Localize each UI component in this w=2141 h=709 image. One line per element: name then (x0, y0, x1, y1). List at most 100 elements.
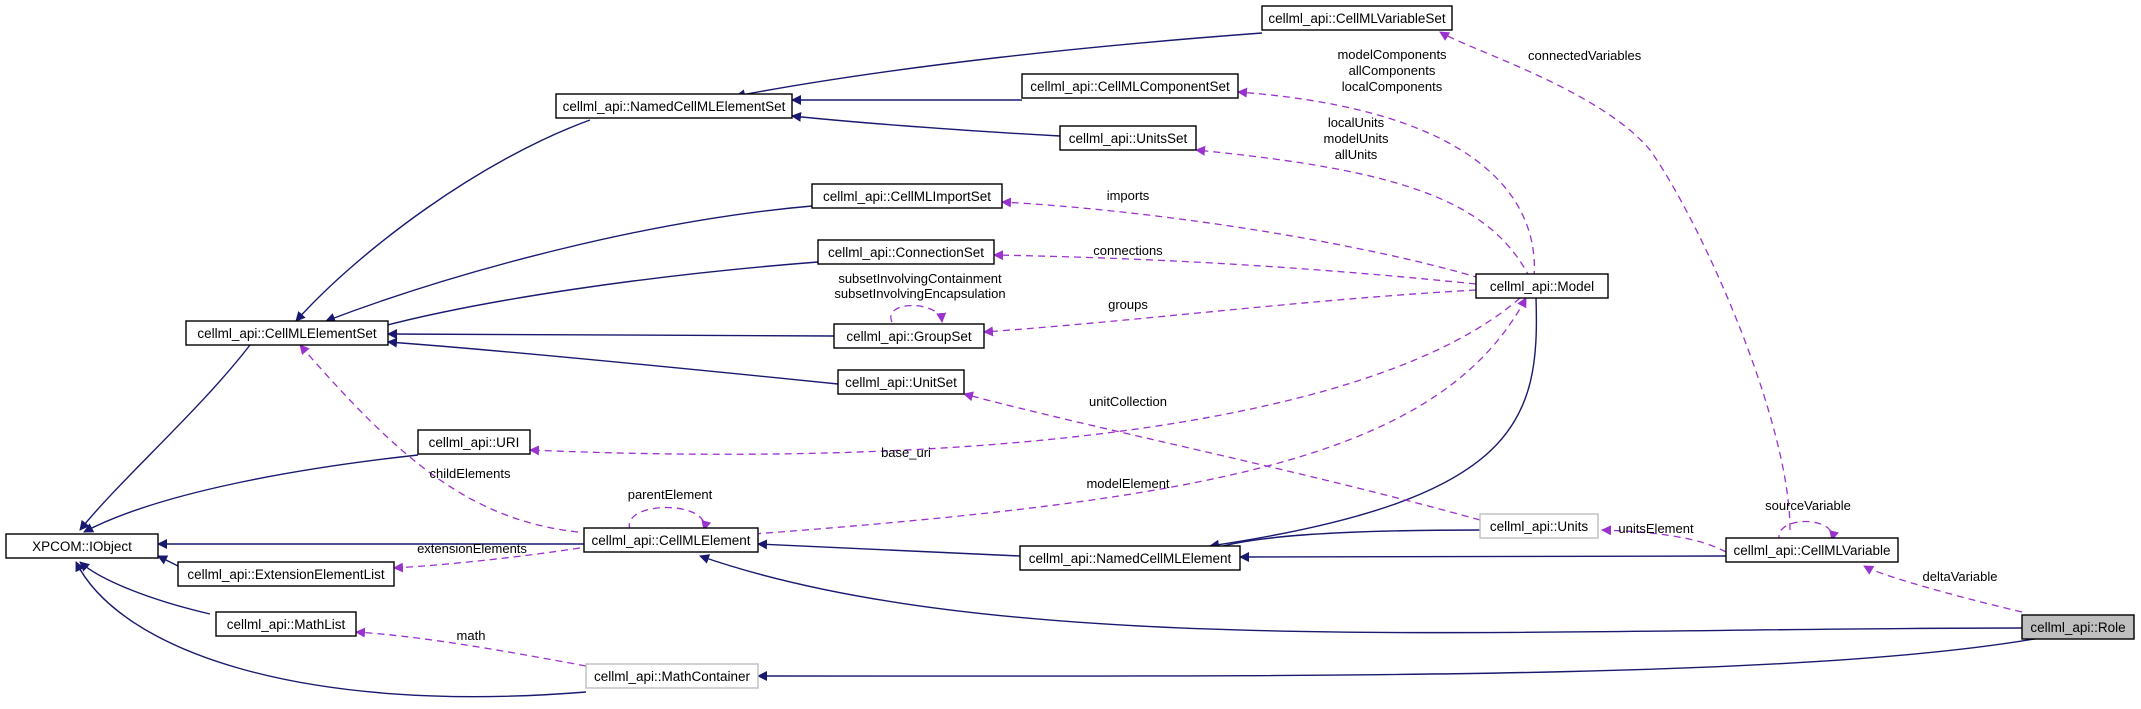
node-cellml-import-set[interactable]: cellml_api::CellMLImportSet (811, 183, 1003, 209)
node-role[interactable]: cellml_api::Role (2021, 614, 2135, 640)
svg-text:cellml_api::MathList: cellml_api::MathList (227, 617, 346, 632)
edge-uri-to-iobject (83, 454, 419, 533)
node-model[interactable]: cellml_api::Model (1475, 273, 1609, 299)
node-cellml-variable[interactable]: cellml_api::CellMLVariable (1725, 537, 1899, 563)
node-extension-element-list[interactable]: cellml_api::ExtensionElementList (177, 561, 395, 587)
label-subset-encapsulation: subsetInvolvingEncapsulation (834, 286, 1005, 301)
svg-text:cellml_api::URI: cellml_api::URI (429, 435, 520, 450)
edge-child-elements (299, 344, 579, 533)
edge-delta-variable (1863, 565, 2023, 613)
edge-groupset-to-elementset (387, 329, 835, 340)
edge-source-variable-loop (1778, 520, 1839, 543)
label-local-units: localUnits (1328, 115, 1385, 130)
edge-elementset-to-iobject (79, 344, 251, 531)
label-all-components: allComponents (1349, 63, 1436, 78)
edge-unitset-to-elementset (387, 337, 839, 385)
edge-connections (993, 250, 1477, 285)
svg-text:cellml_api::MathContainer: cellml_api::MathContainer (594, 669, 751, 684)
node-math-list[interactable]: cellml_api::MathList (215, 611, 357, 637)
label-subset-containment: subsetInvolvingContainment (838, 271, 1002, 286)
usage-edges (299, 31, 2023, 667)
svg-text:cellml_api::CellMLElementSet: cellml_api::CellMLElementSet (197, 326, 377, 341)
edge-namedset-to-elementset (295, 119, 591, 322)
node-cellml-component-set[interactable]: cellml_api::CellMLComponentSet (1021, 73, 1239, 99)
edge-variable-to-namedelement (1239, 551, 1727, 562)
label-model-element: modelElement (1086, 476, 1169, 491)
node-cellml-element[interactable]: cellml_api::CellMLElement (583, 527, 759, 553)
node-xpcom-iobject[interactable]: XPCOM::IObject (5, 533, 159, 559)
node-named-cellml-element[interactable]: cellml_api::NamedCellMLElement (1019, 545, 1241, 571)
edge-importset-to-elementset (325, 205, 813, 323)
svg-text:XPCOM::IObject: XPCOM::IObject (32, 539, 132, 554)
edge-units-to-namedelement (1209, 529, 1481, 552)
edge-namedelement-to-cellmlelement (757, 539, 1021, 557)
edge-role-to-mathcontainer (757, 637, 2041, 682)
svg-text:cellml_api::CellMLComponentSet: cellml_api::CellMLComponentSet (1030, 79, 1230, 94)
edge-base-uri (529, 297, 1521, 456)
svg-text:cellml_api::Units: cellml_api::Units (1490, 519, 1589, 534)
label-base-uri: base_uri (881, 445, 931, 460)
svg-text:cellml_api::ConnectionSet: cellml_api::ConnectionSet (828, 245, 984, 260)
edge-extlist-to-iobject (157, 555, 179, 567)
node-units[interactable]: cellml_api::Units (1479, 513, 1599, 539)
label-local-components: localComponents (1342, 79, 1443, 94)
node-cellml-element-set[interactable]: cellml_api::CellMLElementSet (185, 320, 389, 346)
node-math-container[interactable]: cellml_api::MathContainer (585, 663, 759, 689)
edge-mathlist-to-iobject (79, 561, 211, 615)
edge-connected-variables (1439, 31, 1791, 531)
nodes: XPCOM::IObject cellml_api::CellMLElement… (5, 5, 2135, 689)
edge-unit-collection (963, 391, 1481, 521)
inheritance-edges (75, 32, 2041, 698)
svg-text:cellml_api::ExtensionElementLi: cellml_api::ExtensionElementList (187, 567, 385, 582)
edge-variableset-to-namedset (735, 32, 1263, 100)
label-connected-variables: connectedVariables (1528, 48, 1642, 63)
label-imports: imports (1107, 188, 1150, 203)
label-unit-collection: unitCollection (1089, 394, 1167, 409)
node-connection-set[interactable]: cellml_api::ConnectionSet (817, 239, 995, 265)
svg-text:cellml_api::UnitSet: cellml_api::UnitSet (845, 375, 957, 390)
label-all-units: allUnits (1335, 147, 1378, 162)
edge-units-element (1601, 525, 1727, 553)
edge-role-to-cellmlelement (699, 554, 2023, 634)
svg-text:cellml_api::GroupSet: cellml_api::GroupSet (846, 329, 972, 344)
edge-parent-element-loop (628, 506, 712, 531)
edge-extension-elements (393, 547, 581, 573)
node-uri[interactable]: cellml_api::URI (417, 429, 531, 455)
label-parent-element: parentElement (628, 487, 713, 502)
edge-unitsset-to-namedset (791, 111, 1061, 137)
edge-labels: connectedVariables modelComponents allCo… (417, 47, 1997, 643)
node-cellml-variable-set[interactable]: cellml_api::CellMLVariableSet (1261, 5, 1453, 31)
node-unit-set[interactable]: cellml_api::UnitSet (837, 369, 965, 395)
svg-text:cellml_api::NamedCellMLElement: cellml_api::NamedCellMLElement (1029, 551, 1232, 566)
label-delta-variable: deltaVariable (1923, 569, 1998, 584)
label-source-variable: sourceVariable (1765, 498, 1851, 513)
edge-math (355, 627, 587, 667)
edge-model-to-namedelement (1209, 297, 1538, 550)
edge-model-components (1237, 87, 1536, 279)
edge-model-units (1195, 145, 1531, 279)
svg-text:cellml_api::NamedCellMLElement: cellml_api::NamedCellMLElementSet (563, 99, 786, 114)
svg-text:cellml_api::CellMLVariableSet: cellml_api::CellMLVariableSet (1268, 11, 1446, 26)
edge-group-subset-loop (890, 304, 947, 323)
edge-connectionset-to-elementset (375, 261, 819, 331)
label-connections: connections (1093, 243, 1163, 258)
edge-model-element (753, 297, 1527, 535)
label-model-components: modelComponents (1337, 47, 1447, 62)
label-extension-elements: extensionElements (417, 541, 527, 556)
label-units-element: unitsElement (1618, 521, 1694, 536)
edge-imports (1001, 197, 1481, 279)
label-math: math (457, 628, 486, 643)
node-units-set[interactable]: cellml_api::UnitsSet (1059, 125, 1197, 151)
node-named-cellml-element-set[interactable]: cellml_api::NamedCellMLElementSet (555, 93, 793, 119)
svg-text:cellml_api::CellMLImportSet: cellml_api::CellMLImportSet (823, 189, 991, 204)
edge-groups (983, 289, 1477, 337)
label-groups: groups (1108, 297, 1148, 312)
node-group-set[interactable]: cellml_api::GroupSet (833, 323, 985, 349)
label-model-units: modelUnits (1323, 131, 1389, 146)
edge-mathcontainer-to-iobject (75, 561, 587, 698)
svg-text:cellml_api::Role: cellml_api::Role (2030, 620, 2125, 635)
svg-text:cellml_api::CellMLVariable: cellml_api::CellMLVariable (1733, 543, 1890, 558)
label-child-elements: childElements (430, 466, 511, 481)
svg-text:cellml_api::CellMLElement: cellml_api::CellMLElement (591, 533, 750, 548)
